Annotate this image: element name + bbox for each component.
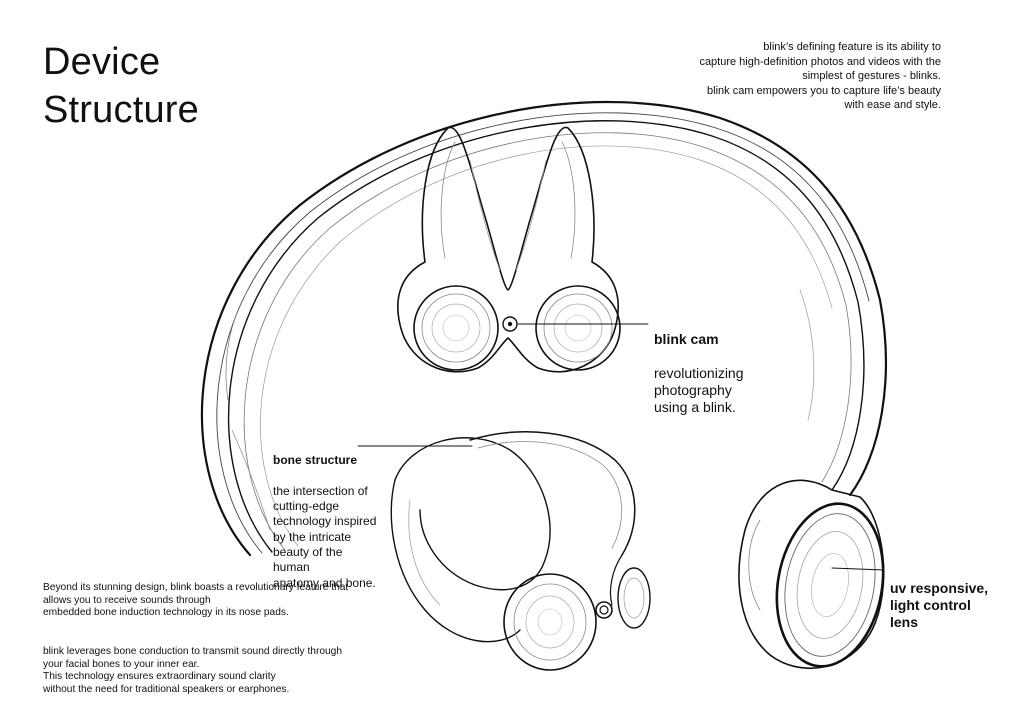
blink-cam-heading: blink cam (654, 331, 719, 347)
intro-text: blink’s defining feature is its ability … (699, 41, 941, 111)
page-title: Device Structure (43, 41, 199, 131)
nose-pad-front-view (397, 126, 621, 373)
bone-conduction-description: Beyond its stunning design, blink boasts… (43, 569, 383, 710)
bone-structure-body: the intersection of cutting-edge technol… (273, 483, 377, 590)
bone-structure-callout: bone structure the intersection of cutti… (273, 438, 376, 591)
blink-cam-callout: blink cam revolutionizing photography us… (654, 314, 744, 416)
bone-structure-heading: bone structure (273, 453, 358, 468)
description-paragraph-1: Beyond its stunning design, blink boasts… (43, 581, 349, 619)
lens-heading: uv responsive, light control lens (890, 580, 989, 630)
lens-leader-line (831, 567, 885, 571)
blink-cam-lens (502, 316, 518, 332)
headband (200, 100, 887, 557)
bone-structure-side-view (390, 431, 651, 671)
lens-earpiece (738, 479, 885, 669)
blink-cam-aperture (507, 321, 513, 327)
blink-cam-body: revolutionizing photography using a blin… (654, 365, 744, 415)
lens-callout: uv responsive, light control lens (890, 563, 988, 631)
description-paragraph-2: blink leverages bone conduction to trans… (43, 645, 343, 696)
